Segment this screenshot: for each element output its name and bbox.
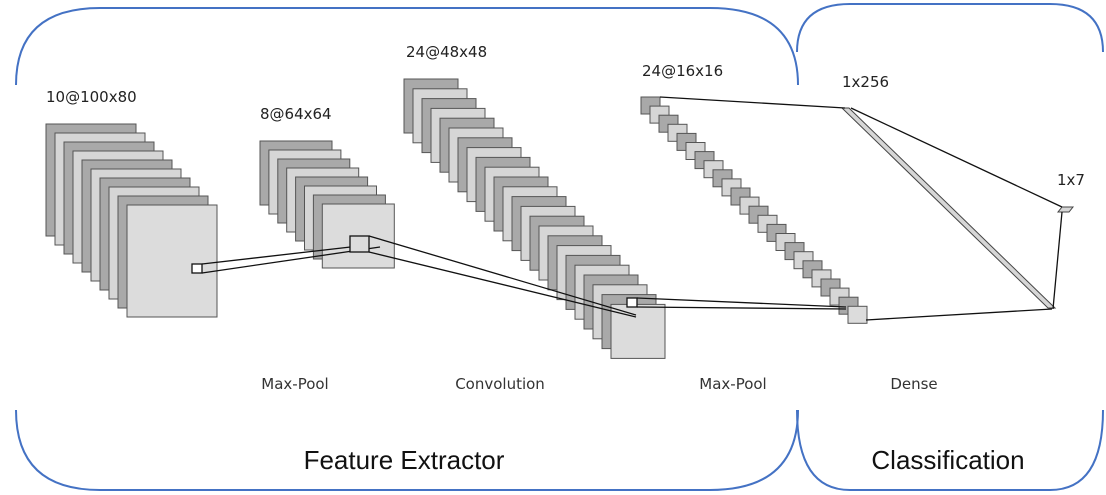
input-receptive-field [191, 263, 203, 274]
pool-receptive-field [349, 235, 370, 253]
layer-label-output: 1x7 [1057, 171, 1085, 189]
connection-line [201, 244, 369, 265]
connection-line [659, 96, 846, 109]
feature-extractor-bottom-bracket [15, 409, 799, 491]
dense-256-bar [840, 107, 1057, 309]
connection-line [368, 235, 637, 316]
classification-bottom-bracket [796, 409, 1104, 491]
feature-extractor-group: Feature Extractor [15, 7, 799, 491]
feature-extractor-top-bracket [15, 7, 799, 86]
connection-line [1052, 211, 1063, 310]
feature-map [126, 204, 218, 318]
layer-label-maxpool-1: 8@64x64 [260, 105, 332, 123]
classification-label: Classification [871, 445, 1024, 475]
op-label-maxpool-1: Max-Pool [261, 375, 328, 393]
connection-line [636, 297, 847, 308]
layer-label-maxpool-2: 24@16x16 [642, 62, 723, 80]
op-label-dense: Dense [890, 375, 937, 393]
connection-line [865, 308, 1053, 321]
input-feature-maps [45, 123, 218, 318]
connection-line [368, 251, 637, 318]
op-label-maxpool-2: Max-Pool [699, 375, 766, 393]
classification-group: Classification [796, 3, 1104, 491]
classification-top-bracket [796, 3, 1104, 53]
output-7-node [1056, 206, 1075, 213]
layer-label-input: 10@100x80 [46, 88, 137, 106]
dense-256-layer [840, 107, 1057, 309]
layer-label-dense: 1x256 [842, 73, 889, 91]
op-label-convolution: Convolution [455, 375, 545, 393]
maxpool-2-feature-maps [640, 96, 868, 324]
feature-extractor-label: Feature Extractor [304, 445, 505, 475]
conv-receptive-field [626, 297, 638, 308]
output-7-layer [1056, 206, 1075, 213]
maxpool-1-feature-maps [259, 140, 395, 269]
layer-label-conv: 24@48x48 [406, 43, 487, 61]
feature-map [847, 305, 868, 324]
connections [191, 96, 1063, 321]
connection-line [850, 107, 1063, 208]
conv-feature-maps [403, 78, 666, 359]
connection-line [636, 306, 847, 310]
